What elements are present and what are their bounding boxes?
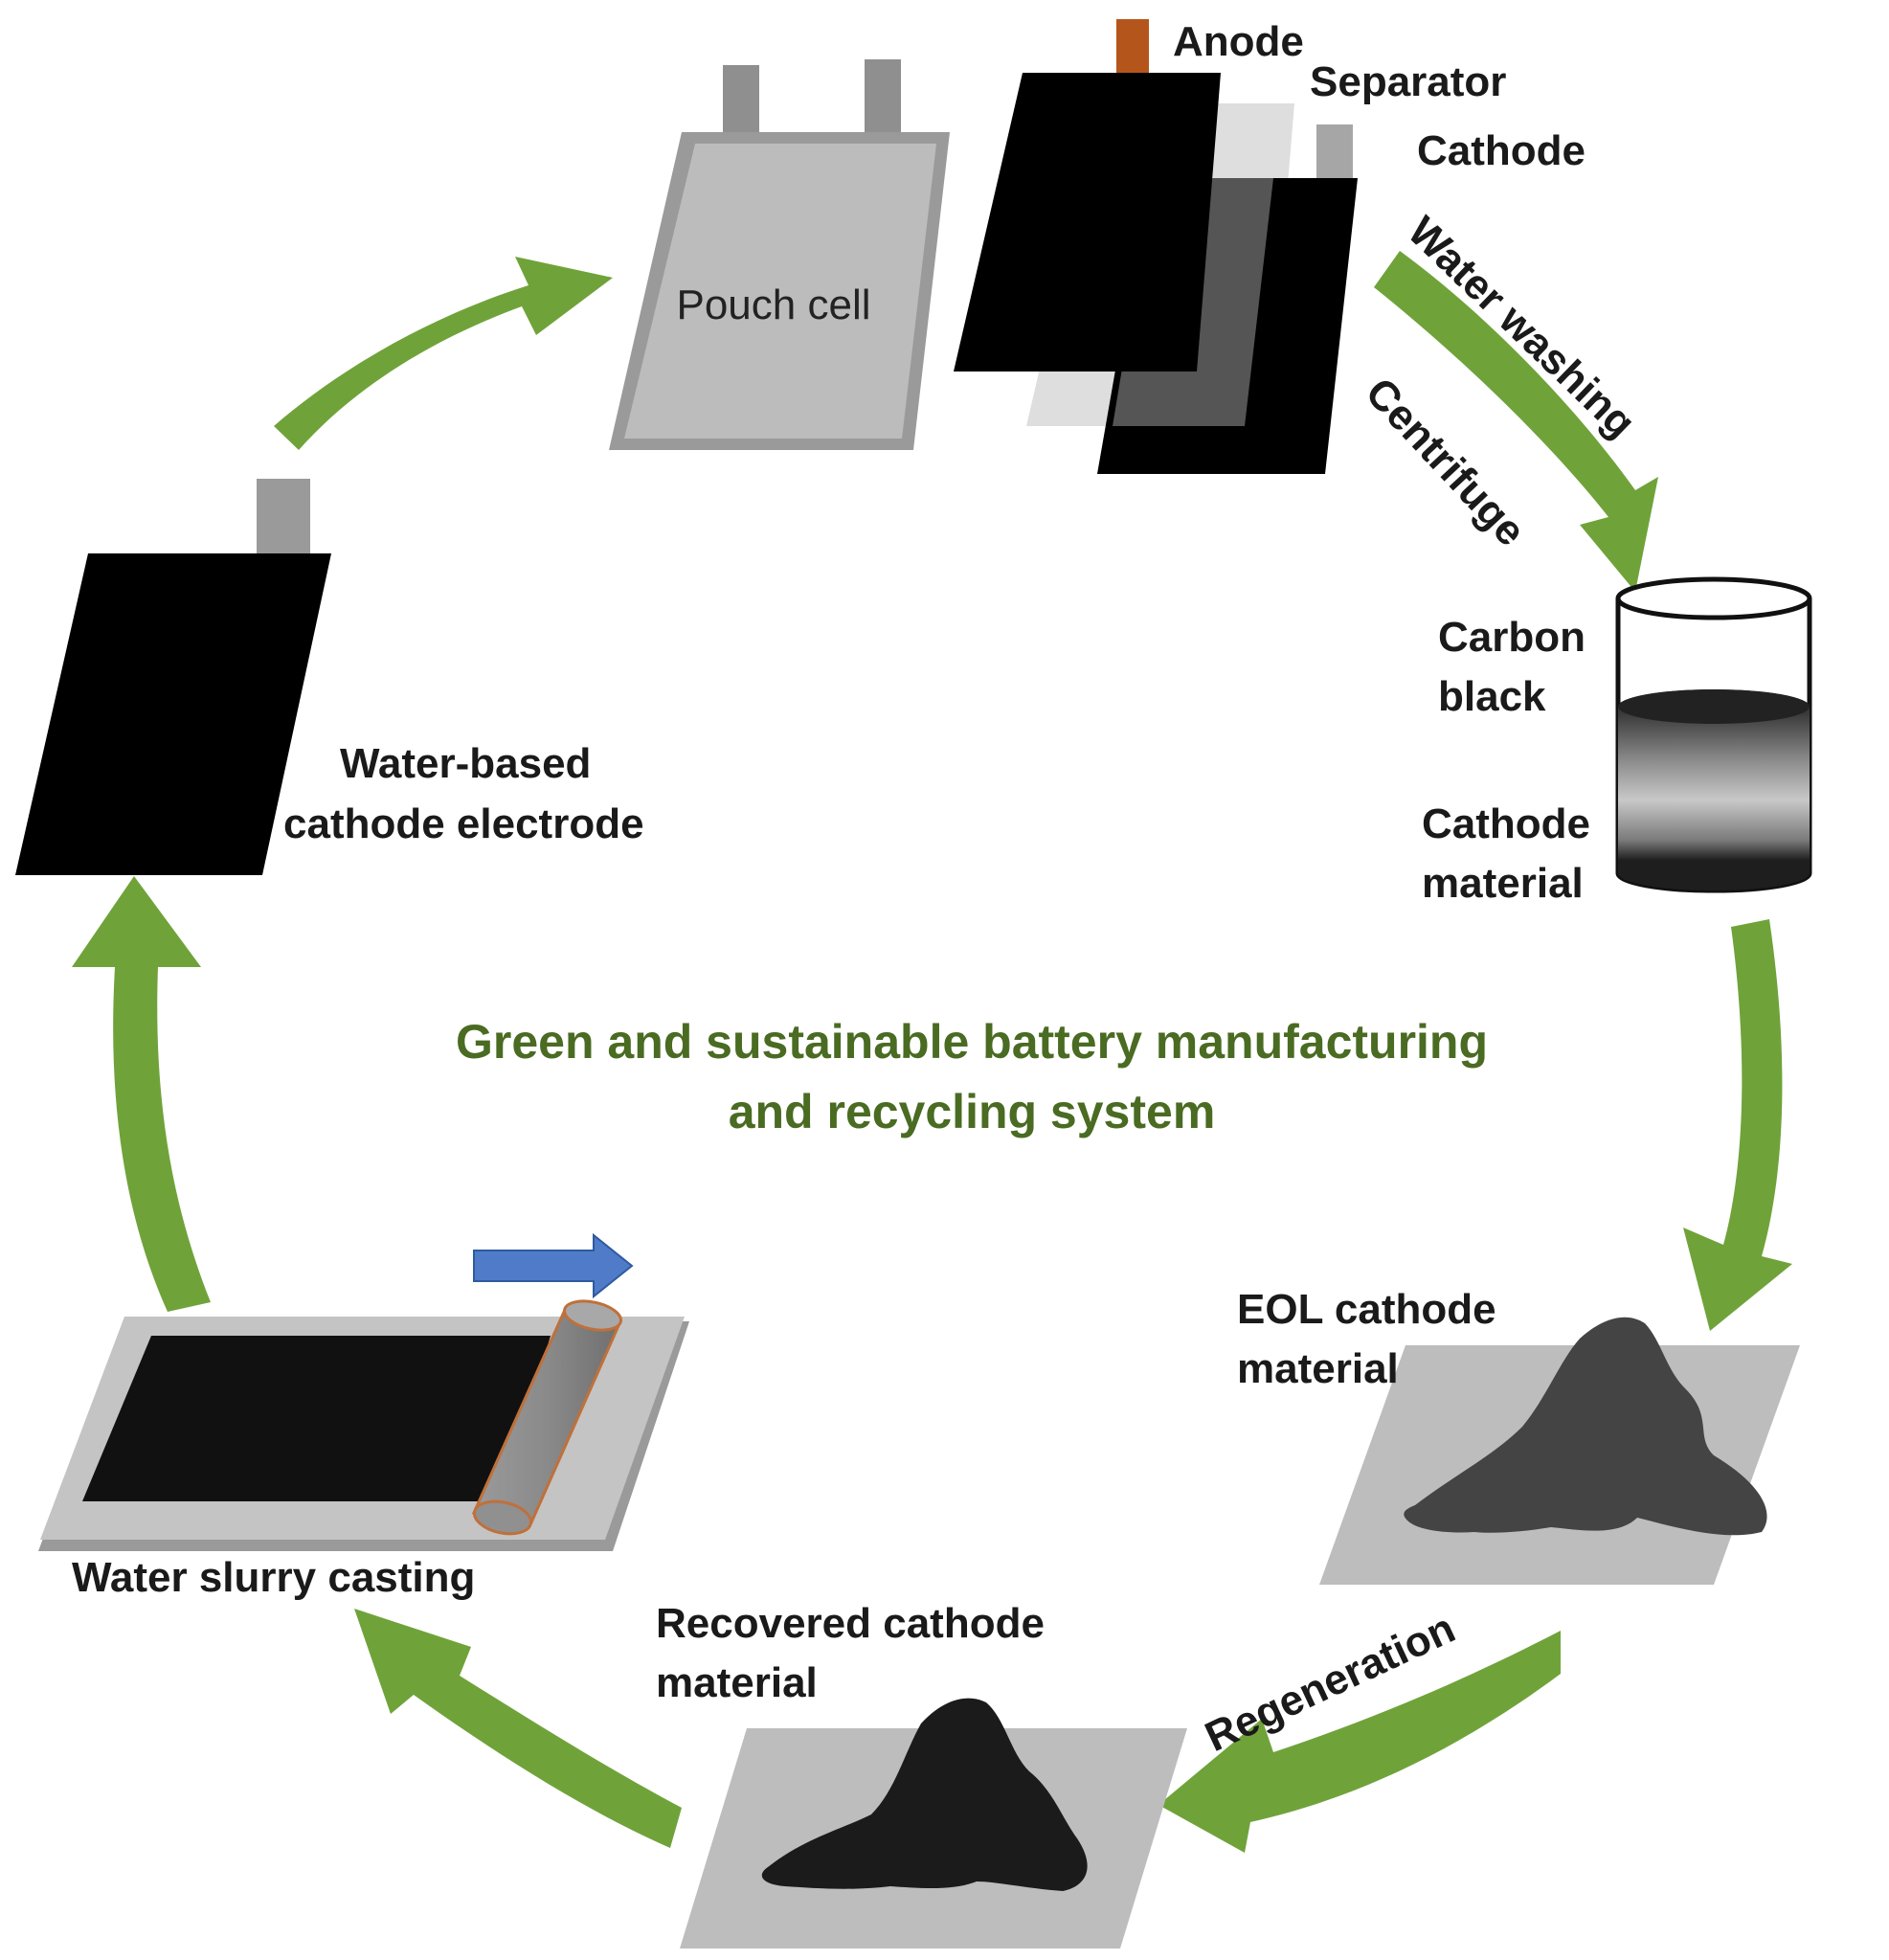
anode-label: Anode: [1173, 18, 1304, 65]
recovered-label-2: material: [656, 1659, 818, 1706]
arrow-layers-to-beaker: [1374, 251, 1658, 592]
carbon-black-label-1: Carbon: [1438, 614, 1585, 661]
water-slurry-casting: Water slurry casting: [38, 1232, 689, 1601]
beaker-rim: [1615, 576, 1812, 620]
pouch-cell: Pouch cell: [609, 59, 950, 450]
eol-label-2: material: [1237, 1345, 1399, 1392]
pouch-tab-left: [723, 65, 759, 132]
recovered-cathode-material: Recovered cathode material: [656, 1600, 1187, 1949]
cathode-label: Cathode: [1417, 127, 1585, 174]
anode-sheet: [954, 73, 1221, 372]
electrode-tab: [257, 479, 310, 555]
arrow-recovered-to-casting: [354, 1609, 682, 1848]
carbon-black-layer: [1618, 689, 1810, 724]
beaker-cathode-label-1: Cathode: [1422, 800, 1590, 847]
arrow-electrode-to-pouch: [274, 257, 613, 450]
slurry-film: [82, 1336, 551, 1501]
electrode-label-2: cathode electrode: [283, 800, 644, 847]
electrode-sheet: [15, 553, 331, 875]
water-based-cathode-electrode: Water-based cathode electrode: [15, 479, 644, 875]
casting-direction-arrow: [473, 1232, 634, 1299]
title-line-1: Green and sustainable battery manufactur…: [456, 1015, 1488, 1069]
beaker: Carbon black Cathode material: [1422, 576, 1812, 907]
arrow-casting-to-electrode: [72, 876, 211, 1312]
eol-pile: [1404, 1317, 1767, 1536]
arrow-beaker-to-eol: [1683, 919, 1792, 1331]
eol-cathode-material: EOL cathode material: [1237, 1286, 1800, 1585]
casting-label: Water slurry casting: [72, 1554, 475, 1601]
recovered-label-1: Recovered cathode: [656, 1600, 1045, 1647]
electrode-label-1: Water-based: [340, 740, 591, 787]
cathode-tab: [1316, 124, 1353, 180]
recovered-pile: [761, 1698, 1088, 1891]
pouch-cell-label: Pouch cell: [676, 282, 870, 328]
diagram-title: Green and sustainable battery manufactur…: [456, 1015, 1488, 1138]
cell-layers: Anode Separator Cathode: [954, 18, 1585, 474]
separator-label: Separator: [1310, 58, 1506, 105]
anode-tab: [1116, 19, 1149, 79]
title-line-2: and recycling system: [729, 1085, 1216, 1138]
pouch-tab-right: [865, 59, 901, 132]
carbon-black-label-2: black: [1438, 673, 1546, 720]
eol-label-1: EOL cathode: [1237, 1286, 1496, 1333]
beaker-cathode-label-2: material: [1422, 860, 1584, 907]
arrow-eol-to-recovered: [1158, 1631, 1561, 1853]
roller: [471, 1299, 623, 1536]
